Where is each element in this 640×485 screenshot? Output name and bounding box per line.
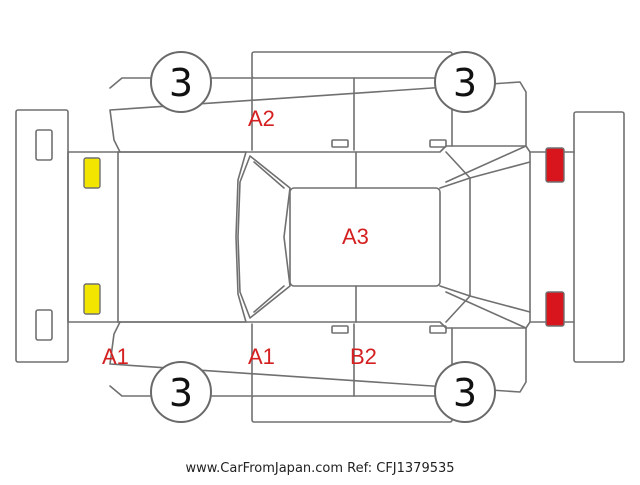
left-side-panel bbox=[251, 51, 453, 79]
rear-bumper-panel bbox=[573, 111, 625, 363]
front-left-headlight bbox=[83, 157, 101, 189]
tire-front-left: 3 bbox=[150, 51, 212, 113]
rear-left-taillight bbox=[545, 147, 565, 183]
watermark-text: www.CarFromJapan.com Ref: CFJ1379535 bbox=[185, 461, 454, 476]
damage-code-front-bumper: A1 bbox=[102, 344, 129, 369]
tire-front-left-value: 3 bbox=[169, 61, 193, 105]
rear-right-taillight bbox=[545, 291, 565, 327]
left-side-profile bbox=[109, 77, 527, 153]
tire-front-right: 3 bbox=[150, 361, 212, 423]
damage-code-left-front-door: A2 bbox=[248, 106, 275, 131]
tire-rear-left-value: 3 bbox=[453, 61, 477, 105]
right-side-panel bbox=[251, 395, 453, 423]
tire-rear-right: 3 bbox=[434, 361, 496, 423]
tire-rear-left: 3 bbox=[434, 51, 496, 113]
damage-code-right-front-door: A1 bbox=[248, 344, 275, 369]
tire-front-right-value: 3 bbox=[169, 371, 193, 415]
damage-code-roof: A3 bbox=[342, 224, 369, 249]
damage-code-right-rear-door: B2 bbox=[350, 344, 377, 369]
tire-rear-right-value: 3 bbox=[453, 371, 477, 415]
front-bumper-panel bbox=[15, 109, 69, 363]
front-right-headlight bbox=[83, 283, 101, 315]
car-body-top-view bbox=[67, 145, 575, 329]
